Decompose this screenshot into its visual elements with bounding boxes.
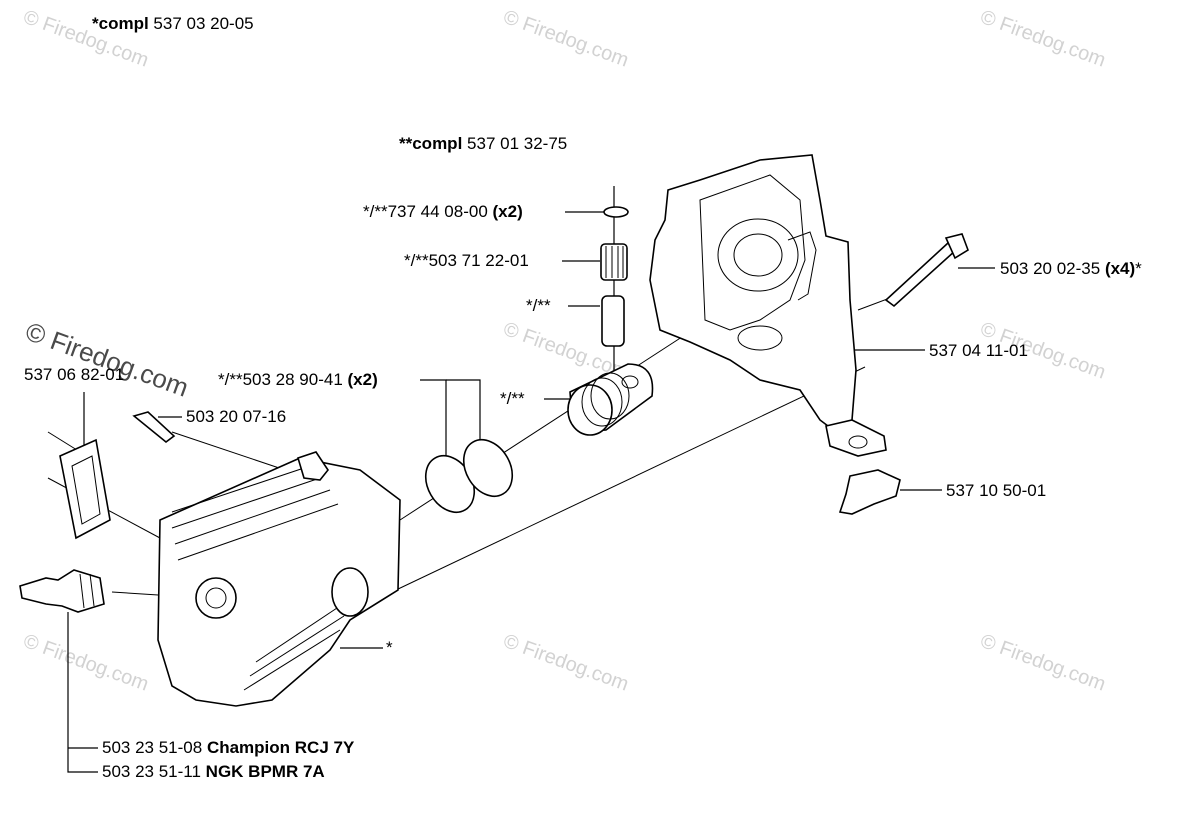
callout-crankcase: 537 04 11-01 bbox=[929, 341, 1028, 361]
assembly-header-1: *compl 537 03 20-05 bbox=[92, 14, 254, 34]
callout-pin: */** bbox=[526, 296, 551, 316]
cylinder-part bbox=[157, 451, 401, 707]
callout-small-screw: 503 20 07-16 bbox=[186, 407, 286, 427]
crankcase-part bbox=[649, 154, 887, 457]
part-qty: (x2) bbox=[492, 202, 523, 221]
callout-cylinder: * bbox=[386, 638, 393, 658]
leader-lines bbox=[47, 186, 995, 773]
callout-circlip: */**737 44 08-00 (x2) bbox=[363, 202, 523, 222]
part-name: Champion RCJ 7Y bbox=[206, 738, 355, 757]
part-number: * bbox=[386, 638, 393, 657]
part-number: */**503 28 90-41 bbox=[218, 370, 343, 389]
assembly-number: 537 01 32-75 bbox=[467, 134, 568, 153]
spark-plug-part bbox=[19, 569, 105, 613]
clip-part bbox=[838, 469, 901, 515]
piston-part bbox=[567, 363, 654, 436]
part-name: NGK BPMR 7A bbox=[205, 762, 325, 781]
assembly-header-2: **compl 537 01 32-75 bbox=[399, 134, 567, 154]
part-number: 503 23 51-11 bbox=[102, 762, 201, 781]
gasket-part bbox=[59, 438, 111, 540]
callout-spark-plug-2: 503 23 51-11 NGK BPMR 7A bbox=[102, 762, 325, 782]
assembly-prefix: **compl bbox=[399, 134, 463, 153]
part-number: 537 10 50-01 bbox=[946, 481, 1047, 500]
bearing-part bbox=[600, 243, 628, 281]
small-screw-part bbox=[132, 411, 176, 444]
callout-gasket: 537 06 82-01 bbox=[24, 365, 124, 385]
part-number: 503 23 51-08 bbox=[102, 738, 203, 757]
piston-rings-part bbox=[424, 438, 514, 514]
assembly-prefix: *compl bbox=[92, 14, 149, 33]
part-number: 503 20 07-16 bbox=[186, 407, 287, 426]
part-number: 503 20 02-35 bbox=[1000, 259, 1101, 278]
part-number: 537 04 11-01 bbox=[929, 341, 1028, 360]
assembly-number: 537 03 20-05 bbox=[153, 14, 254, 33]
part-number: */** bbox=[500, 389, 525, 408]
callout-piston: */** bbox=[500, 389, 525, 409]
part-number: */**503 71 22-01 bbox=[404, 251, 529, 270]
part-number: */**737 44 08-00 bbox=[363, 202, 488, 221]
part-suffix: * bbox=[1135, 259, 1142, 278]
callout-spark-plug-1: 503 23 51-08 Champion RCJ 7Y bbox=[102, 738, 354, 758]
part-qty: (x4) bbox=[1104, 259, 1136, 278]
part-number: */** bbox=[526, 296, 551, 315]
callout-bearing: */**503 71 22-01 bbox=[404, 251, 529, 271]
part-number: 537 06 82-01 bbox=[24, 365, 125, 384]
pin-part bbox=[601, 295, 625, 347]
callout-clip: 537 10 50-01 bbox=[946, 481, 1046, 501]
callout-long-screw: 503 20 02-35 (x4)* bbox=[1000, 259, 1142, 279]
long-screw-part bbox=[884, 233, 969, 308]
callout-rings: */**503 28 90-41 (x2) bbox=[218, 370, 378, 390]
part-qty: (x2) bbox=[347, 370, 378, 389]
circlip-part bbox=[603, 206, 629, 218]
